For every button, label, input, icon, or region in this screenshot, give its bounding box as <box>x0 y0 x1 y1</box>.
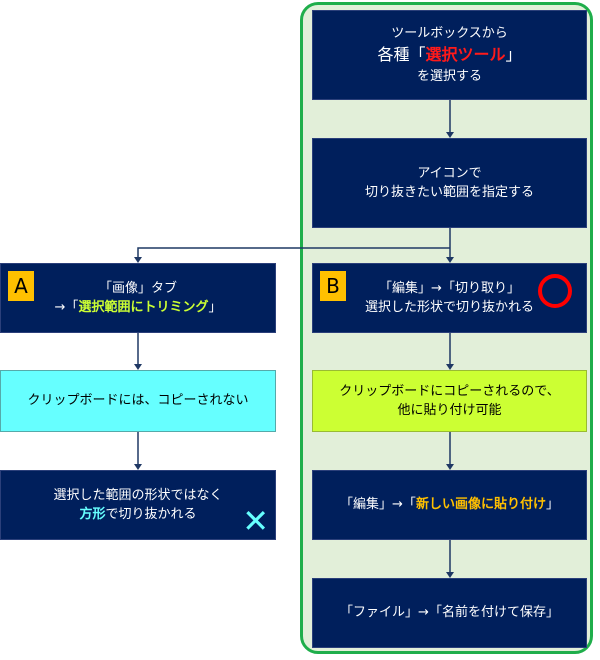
step-paste: 「編集」→「新しい画像に貼り付け」 <box>312 470 587 540</box>
text: クリップボードには、コピーされない <box>27 393 249 409</box>
text: 「ファイル」→「名前を付けて保存」 <box>340 605 559 621</box>
text: ツールボックスから <box>391 25 508 41</box>
option-a-box: A 「画像」タブ →「選択範囲にトリミング」 <box>0 263 276 333</box>
text: 選択した形状で切り抜かれる <box>364 300 534 315</box>
step-specify-range: アイコンで 切り抜きたい範囲を指定する <box>312 138 587 228</box>
step-select-tool: ツールボックスから 各種「選択ツール」 を選択する <box>312 10 587 100</box>
text: 方形で切り抜かれる <box>79 507 197 522</box>
badge-a: A <box>8 271 34 301</box>
option-b-box: B 「編集」→「切り取り」 選択した形状で切り抜かれる <box>312 263 587 333</box>
text: 「編集」→「新しい画像に貼り付け」 <box>340 497 559 513</box>
b-clipboard-note: クリップボードにコピーされるので、 他に貼り付け可能 <box>312 370 587 432</box>
a-result-box: 選択した範囲の形状ではなく 方形で切り抜かれる ✕ <box>0 470 276 540</box>
text: 「編集」→「切り取り」 <box>379 280 520 296</box>
text: 各種「選択ツール」 <box>377 45 522 64</box>
badge-b: B <box>320 271 346 301</box>
step-save: 「ファイル」→「名前を付けて保存」 <box>312 578 587 648</box>
text: 選択した範囲の形状ではなく <box>53 487 223 503</box>
text: 切り抜きたい範囲を指定する <box>364 185 534 200</box>
circle-ok-icon <box>538 274 572 308</box>
text: アイコンで <box>417 165 482 181</box>
text: 「画像」タブ <box>98 280 177 296</box>
text: →「選択範囲にトリミング」 <box>54 300 222 315</box>
text: クリップボードにコピーされるので、 <box>339 383 560 399</box>
text: を選択する <box>416 69 482 84</box>
cross-ng-icon: ✕ <box>242 502 269 540</box>
text: 他に貼り付け可能 <box>397 403 502 418</box>
a-clipboard-note: クリップボードには、コピーされない <box>0 370 276 432</box>
arrow-2-a <box>137 247 450 257</box>
